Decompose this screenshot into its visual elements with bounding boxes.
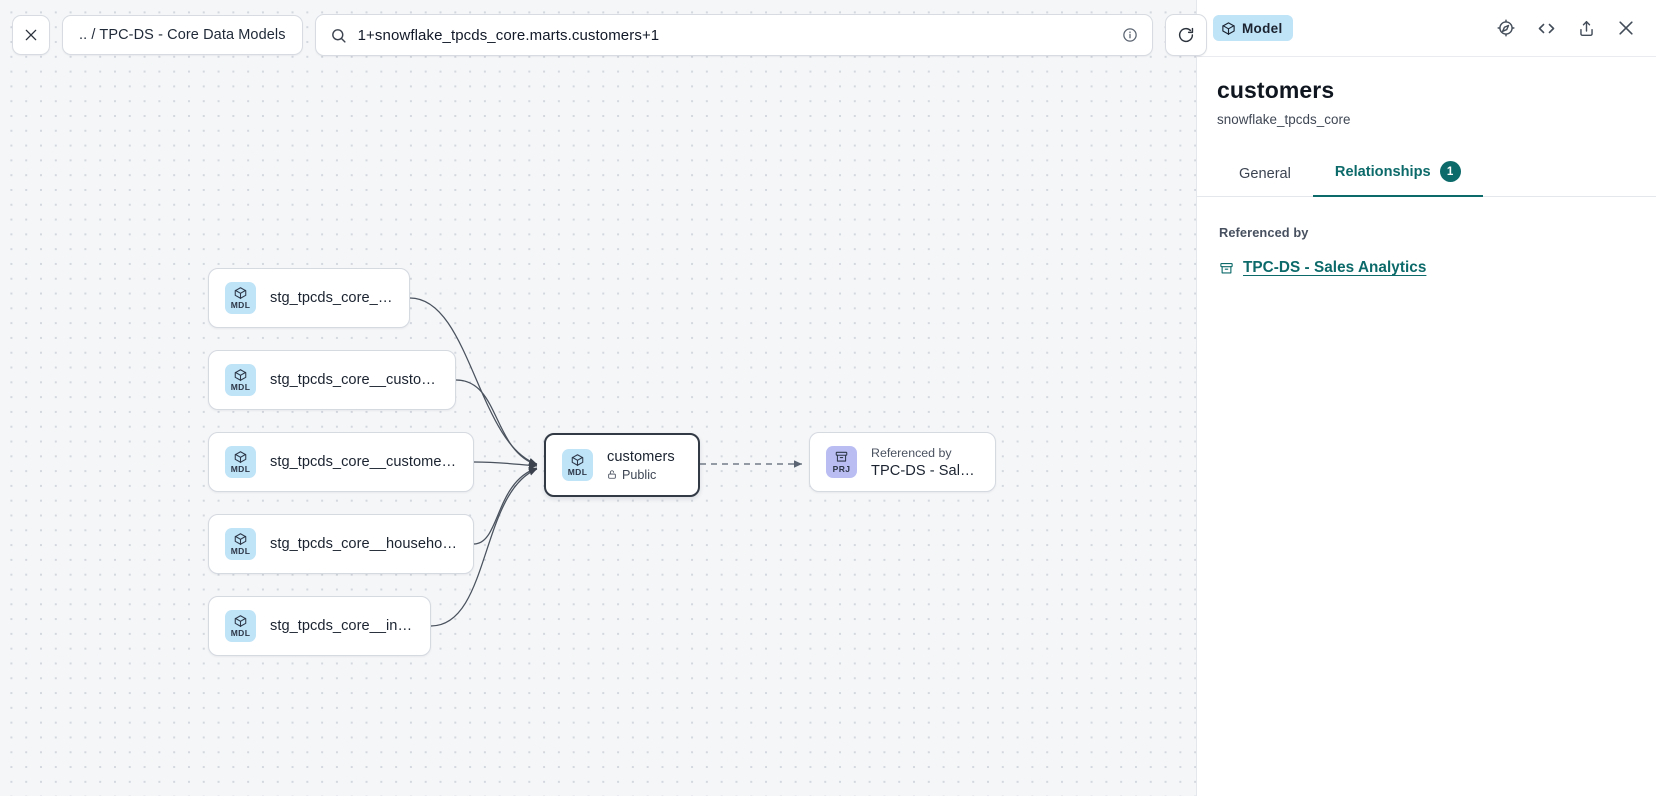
tab-label: General xyxy=(1239,166,1291,182)
section-label: Referenced by xyxy=(1219,225,1309,240)
refresh-icon xyxy=(1178,27,1193,43)
cube-icon: MDL xyxy=(562,449,593,481)
referenced-by-link-label: TPC-DS - Sales Analytics xyxy=(1243,259,1427,276)
cube-icon: MDL xyxy=(225,282,256,314)
lock-icon xyxy=(608,470,616,479)
tab-label: Relationships xyxy=(1334,163,1431,180)
lineage-edges xyxy=(409,297,802,627)
cube-icon xyxy=(1221,21,1236,36)
node-label: TPC-DS - Sales Analytics xyxy=(871,462,979,479)
close-icon xyxy=(25,29,37,41)
page-subtitle: snowflake_tpcds_core xyxy=(1217,112,1351,127)
node-visibility: Public xyxy=(607,468,675,482)
tab-general[interactable]: General xyxy=(1217,156,1313,197)
lineage-canvas[interactable]: MDL stg_tpcds_core__customer MDL stg_tpc… xyxy=(0,0,1207,796)
node-label: stg_tpcds_core__household_demogr… xyxy=(270,536,457,552)
code-icon[interactable] xyxy=(1536,18,1557,39)
breadcrumb[interactable]: .. / TPC-DS - Core Data Models xyxy=(62,15,303,55)
tab-relationships[interactable]: Relationships 1 xyxy=(1312,151,1483,197)
info-circle-icon[interactable] xyxy=(1122,27,1138,43)
tab-count-badge: 1 xyxy=(1439,161,1461,182)
node-badge-label: MDL xyxy=(230,300,251,310)
graph-node[interactable]: MDL stg_tpcds_core__income_band xyxy=(208,596,431,656)
node-badge-label: MDL xyxy=(230,382,251,392)
node-body: Referenced by TPC-DS - Sales Analytics xyxy=(871,446,979,479)
node-kicker: Referenced by xyxy=(871,445,952,460)
graph-node[interactable]: MDL stg_tpcds_core__household_demogr… xyxy=(208,514,474,574)
graph-node-downstream[interactable]: PRJ Referenced by TPC-DS - Sales Analyti… xyxy=(809,432,996,492)
node-badge-label: MDL xyxy=(230,628,251,638)
details-panel: Model xyxy=(1196,0,1656,796)
node-badge-label: MDL xyxy=(230,546,251,556)
details-panel-title-block: customers snowflake_tpcds_core xyxy=(1197,57,1656,127)
explore-icon[interactable] xyxy=(1496,18,1516,38)
close-icon[interactable] xyxy=(1616,18,1636,38)
panel-actions xyxy=(1496,18,1636,39)
search-icon xyxy=(330,27,347,44)
node-badge-label: MDL xyxy=(230,464,251,474)
graph-node[interactable]: MDL stg_tpcds_core__customer_address xyxy=(208,350,456,410)
cube-icon: MDL xyxy=(225,528,256,560)
lineage-search[interactable] xyxy=(314,14,1153,56)
details-tabs: General Relationships 1 xyxy=(1197,151,1656,197)
node-label: stg_tpcds_core__customer xyxy=(270,290,393,306)
share-icon[interactable] xyxy=(1577,19,1596,38)
node-label: stg_tpcds_core__customer_address xyxy=(270,372,439,388)
search-input[interactable] xyxy=(357,26,1111,44)
cube-icon: MDL xyxy=(225,364,256,396)
cube-icon: MDL xyxy=(225,446,256,478)
node-visibility-label: Public xyxy=(622,467,657,482)
close-lineage-button[interactable] xyxy=(12,15,50,55)
cube-icon: MDL xyxy=(225,610,256,642)
canvas-toolbar: .. / TPC-DS - Core Data Models xyxy=(0,0,1207,56)
graph-node[interactable]: MDL stg_tpcds_core__customer xyxy=(208,268,410,328)
entity-type-chip: Model xyxy=(1213,15,1293,41)
node-badge-label: PRJ xyxy=(832,464,851,474)
details-panel-header: Model xyxy=(1197,0,1656,57)
entity-type-label: Model xyxy=(1242,20,1283,36)
node-label: stg_tpcds_core__customer_demogra… xyxy=(270,454,457,470)
referenced-by-link[interactable]: TPC-DS - Sales Analytics xyxy=(1219,259,1636,277)
node-badge-label: MDL xyxy=(567,467,588,477)
project-box-icon: PRJ xyxy=(826,446,857,478)
graph-node-selected[interactable]: MDL customers Public xyxy=(544,433,700,497)
node-label: stg_tpcds_core__income_band xyxy=(270,618,414,634)
page-title: customers xyxy=(1217,77,1335,103)
project-box-icon xyxy=(1219,261,1234,276)
node-label: customers xyxy=(607,448,675,465)
graph-node[interactable]: MDL stg_tpcds_core__customer_demogra… xyxy=(208,432,474,492)
node-body: customers Public xyxy=(607,449,675,482)
relationships-section: Referenced by TPC-DS - Sales Analytics xyxy=(1197,197,1656,277)
refresh-button[interactable] xyxy=(1164,14,1207,56)
